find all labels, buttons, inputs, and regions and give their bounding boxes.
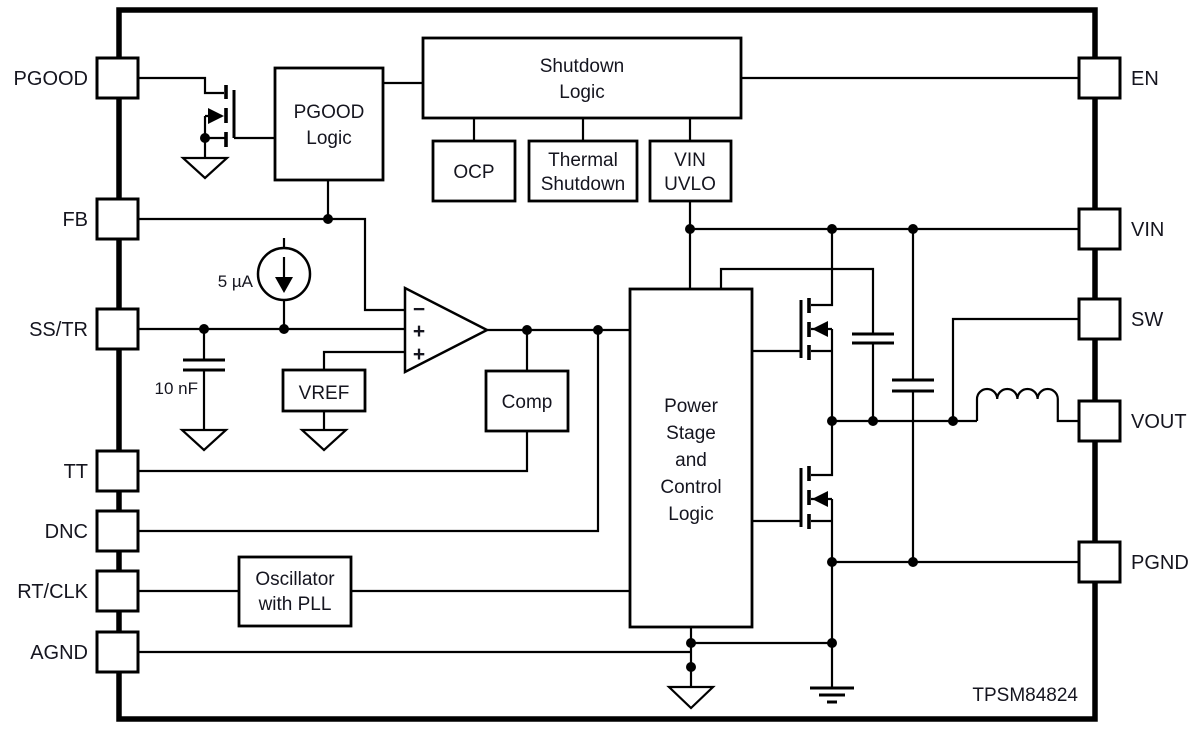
ground-symbol-ss-cap xyxy=(179,428,229,452)
ss-capacitor-value: 10 nF xyxy=(155,379,198,398)
current-source-arrow-head xyxy=(275,277,293,293)
vin-uvlo-label-2: UVLO xyxy=(664,174,716,195)
ground-symbol-agnd xyxy=(666,685,716,710)
ocp-label: OCP xyxy=(453,162,494,183)
power-stage-label-3: and xyxy=(675,450,707,471)
pin-label-pgnd: PGND xyxy=(1131,552,1189,574)
pin-box-tt xyxy=(95,449,140,493)
sw-pin-wire xyxy=(951,317,1079,421)
pin-label-agnd: AGND xyxy=(30,642,88,664)
oscillator-label-1: Oscillator xyxy=(255,569,335,590)
blocks: Shutdown Logic PGOOD Logic OCP Thermal S… xyxy=(237,36,754,629)
vin-uvlo-block xyxy=(648,139,733,203)
wires xyxy=(138,76,1080,687)
pin-label-fb: FB xyxy=(62,209,88,231)
error-amplifier: − + + xyxy=(403,285,490,375)
shutdown-logic-label-2: Logic xyxy=(559,82,604,103)
oscillator-block xyxy=(237,555,353,628)
ground-symbol-vref xyxy=(299,428,349,452)
pin-label-tt: TT xyxy=(64,461,88,483)
pgood-logic-label-1: PGOOD xyxy=(294,102,365,123)
pin-box-pgnd xyxy=(1077,540,1122,584)
module-border xyxy=(116,7,1098,722)
tt-net-wire xyxy=(138,431,529,473)
pgood-net-wire xyxy=(138,76,224,95)
shutdown-logic-block xyxy=(421,36,743,120)
inductor xyxy=(975,387,1079,423)
power-stage-label-4: Control xyxy=(660,477,721,498)
pins: PGOOD FB SS/TR TT DNC RT/CLK AGND EN VIN… xyxy=(14,56,1189,674)
low-side-mosfet xyxy=(799,466,828,529)
high-side-mosfet xyxy=(799,298,828,360)
pin-box-dnc xyxy=(95,509,140,553)
thermal-shutdown-block xyxy=(527,139,639,203)
pin-label-sw: SW xyxy=(1131,309,1163,331)
power-stage-label-5: Logic xyxy=(668,504,713,525)
current-source-value: 5 µA xyxy=(218,272,254,291)
ocp-block xyxy=(431,139,517,203)
junction-dots xyxy=(199,133,958,672)
power-stage-label-2: Stage xyxy=(666,423,716,444)
pin-label-vout: VOUT xyxy=(1131,411,1187,433)
bootstrap-wire xyxy=(719,267,875,334)
thermal-shutdown-label-2: Shutdown xyxy=(541,174,626,195)
pgood-mosfet xyxy=(180,85,275,180)
pin-label-en: EN xyxy=(1131,68,1159,90)
ss-capacitor: 10 nF xyxy=(155,329,229,452)
hs-drain-wire xyxy=(811,229,834,307)
ls-mosfet-body-arrow xyxy=(812,491,828,507)
pin-label-vin: VIN xyxy=(1131,219,1164,241)
vref-ground xyxy=(299,411,349,452)
pgood-logic-label-2: Logic xyxy=(306,128,351,149)
opamp-inverting-sign: − xyxy=(413,298,425,321)
vref-opamp-wire xyxy=(322,350,405,370)
comp-block xyxy=(484,369,570,433)
pin-box-fb xyxy=(95,197,140,241)
pin-label-pgood: PGOOD xyxy=(14,68,88,90)
pin-label-dnc: DNC xyxy=(45,521,88,543)
pin-label-rtclk: RT/CLK xyxy=(17,581,88,603)
vref-block xyxy=(281,368,367,413)
pin-box-sstr xyxy=(95,307,140,351)
vin-uvlo-label-1: VIN xyxy=(674,150,706,171)
pin-box-vout xyxy=(1077,399,1122,443)
comp-label: Comp xyxy=(502,392,553,413)
fb-net-wire xyxy=(138,217,405,312)
pin-box-sw xyxy=(1077,297,1122,341)
vref-label: VREF xyxy=(299,383,350,404)
bootstrap-cap-plates xyxy=(852,332,894,345)
ground-symbol-earth xyxy=(810,686,854,704)
pgood-logic-block xyxy=(273,66,385,182)
power-stage-label-1: Power xyxy=(664,396,719,417)
shutdown-logic-label-1: Shutdown xyxy=(540,56,625,77)
ground-symbol-pgood xyxy=(180,156,230,180)
part-number: TPSM84824 xyxy=(972,685,1078,706)
pin-box-en xyxy=(1077,56,1122,100)
thermal-shutdown-label-1: Thermal xyxy=(548,150,618,171)
pin-box-pgood xyxy=(95,56,140,100)
ss-cap-plates xyxy=(183,358,225,372)
ls-drain-wire xyxy=(811,421,834,477)
dnc-net-wire xyxy=(138,330,600,533)
power-stage-block xyxy=(628,287,754,629)
input-cap-plates xyxy=(892,378,934,393)
hs-mosfet-body-arrow xyxy=(812,321,828,337)
opamp-triangle xyxy=(403,285,490,375)
pin-box-vin xyxy=(1077,207,1122,251)
pin-label-sstr: SS/TR xyxy=(29,319,88,341)
current-source: 5 µA xyxy=(218,238,312,329)
opamp-noninverting-sign-2: + xyxy=(413,343,425,366)
pin-box-agnd xyxy=(95,630,140,674)
pgood-mosfet-body-arrow xyxy=(208,108,224,124)
pin-box-rtclk xyxy=(95,569,140,613)
oscillator-label-2: with PLL xyxy=(258,594,332,615)
opamp-noninverting-sign-1: + xyxy=(413,320,425,343)
